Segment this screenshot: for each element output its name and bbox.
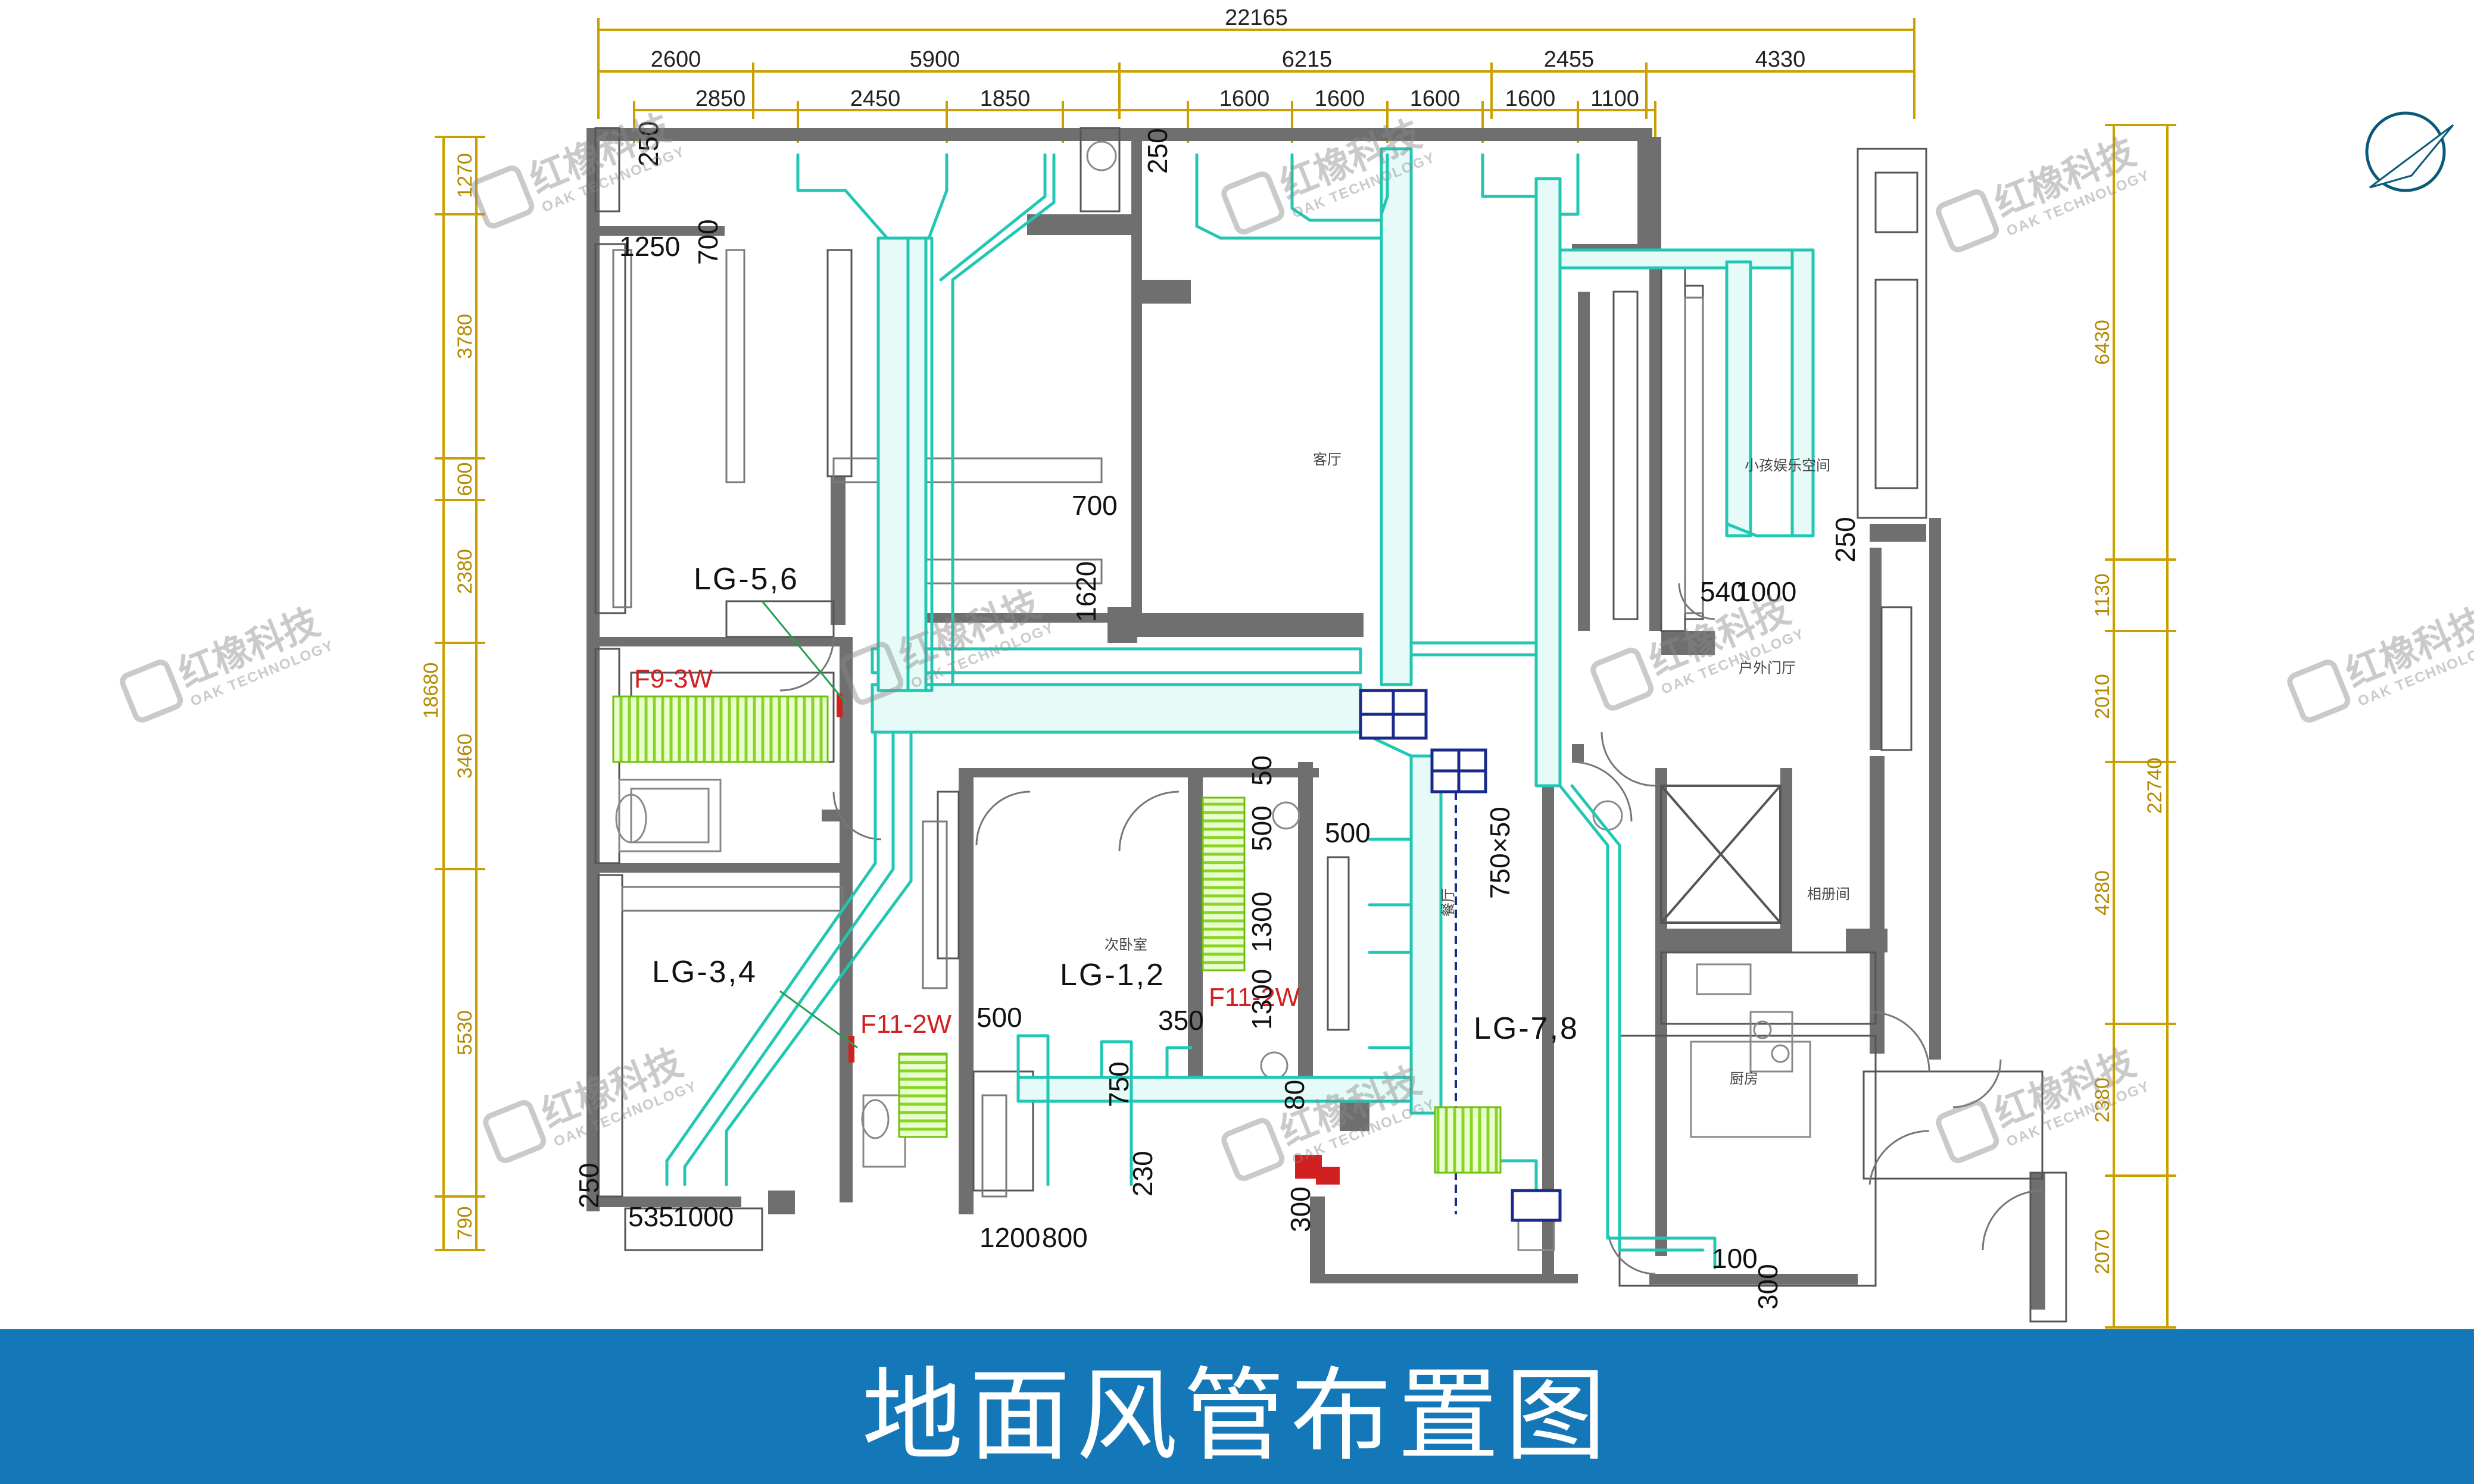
dim-top-row1: 2455 [1544,47,1595,72]
caption-title: 地面风管布置图 [862,1357,1612,1475]
dim-top-row1: 4330 [1755,47,1806,72]
supply-diffusers [837,693,1340,1185]
duct-size: 250 [1830,517,1861,563]
right-dimension-labels: 22740 6430 1130 2010 4280 2380 2070 [2091,320,2166,1274]
duct-size: 500 [1246,805,1277,851]
room-label: 客厅 [1313,451,1341,468]
dim-top-row2: 2850 [695,86,746,111]
floor-plan-drawing: 22165 2600 5900 6215 2455 4330 2850 2450… [120,5,2474,1329]
dim-right-seg: 1130 [2091,573,2114,617]
dim-left-seg: 3460 [454,733,476,779]
duct-size: 500 [1325,817,1371,848]
duct-annotations: 250 1250 700 700 1620 250 540 1000 250 7… [573,121,1861,1310]
duct-size: 100 [1712,1243,1758,1274]
room-label: 厨房 [1730,1070,1758,1087]
caption-bar: 地面风管布置图 [0,1329,2474,1484]
watermark-logo: 红橡科技 OAK TECHNOLOGY [2287,600,2474,723]
zone-label: LG-3,4 [652,955,757,989]
room-label: 小孩娱乐空间 [1745,457,1830,474]
zone-label: LG-7,8 [1474,1011,1579,1046]
dim-left-seg: 1270 [454,153,476,198]
duct-size: 700 [1072,490,1118,521]
dim-top-row1: 2600 [651,47,701,72]
floor-grilles [612,695,1502,1174]
dim-top-row1: 5900 [910,47,960,72]
duct-size: 1300 [1246,969,1277,1030]
duct-network [665,147,1815,1270]
unit-label: F11-2W [1209,983,1300,1012]
dim-top-row2: 1600 [1410,86,1461,111]
duct-size: 750×50 [1484,807,1515,899]
dim-right-total: 22740 [2144,758,2166,814]
unit-labels: F9-3W F11-2W F11-2W [634,664,1300,1039]
duct-size: 230 [1127,1151,1158,1196]
dim-top-row2: 1600 [1505,86,1556,111]
dim-top-row1: 6215 [1282,47,1333,72]
dim-left-seg: 5530 [454,1010,476,1055]
dim-top-row2: 2450 [850,86,901,111]
left-dimension-labels: 18680 1270 3780 600 2380 3460 5530 790 [420,153,476,1240]
duct-size: 750 [1103,1061,1134,1107]
dim-left-seg: 790 [454,1207,476,1241]
duct-size: 1000 [673,1201,734,1232]
room-label: 餐厅 [1440,888,1456,917]
watermark-logo: 红橡科技 OAK TECHNOLOGY [1936,1041,2152,1163]
dimension-lines [442,29,2169,1327]
duct-size: 540 [1700,576,1746,607]
duct-size: 1000 [1736,576,1796,607]
leader-lines [761,601,858,1049]
zone-labels: LG-5,6 LG-3,4 LG-1,2 LG-7,8 [652,562,1579,1046]
dim-left-total: 18680 [420,663,442,719]
dim-top-row2: 1600 [1315,86,1365,111]
duct-size: 250 [1142,128,1173,174]
dim-right-seg: 4280 [2091,870,2114,916]
duct-size: 350 [1158,1005,1204,1036]
dim-top-row2: 1600 [1219,86,1270,111]
watermark-logo: 红橡科技 OAK TECHNOLOGY [471,106,688,229]
duct-size: 80 [1279,1080,1310,1110]
dim-right-seg: 2380 [2091,1077,2114,1123]
room-label: 次卧室 [1105,936,1147,953]
duct-size: 250 [573,1163,604,1208]
duct-size: 800 [1042,1222,1088,1253]
duct-size: 250 [633,121,664,167]
dim-right-seg: 6430 [2091,320,2114,365]
dim-top-row2: 1850 [980,86,1031,111]
duct-size: 300 [1752,1264,1783,1310]
furniture [615,140,1811,1251]
duct-size: 1620 [1071,561,1102,622]
room-label: 户外门厅 [1739,660,1796,676]
dim-top-row2: 1100 [1590,86,1639,111]
duct-size: 1300 [1246,892,1277,952]
duct-size: 300 [1285,1186,1316,1232]
duct-size: 700 [692,219,723,265]
plenum-boxes [1359,689,1562,1222]
dim-left-seg: 600 [454,463,476,496]
unit-label: F11-2W [860,1010,952,1039]
zone-label: LG-5,6 [694,562,799,596]
walls [586,128,2045,1310]
zone-label: LG-1,2 [1060,958,1165,992]
dim-right-seg: 2010 [2091,674,2114,719]
duct-size: 535 [628,1201,674,1232]
duct-size: 500 [977,1002,1022,1033]
duct-size: 50 [1246,755,1277,786]
dim-top-total: 22165 [1225,5,1288,30]
elevator [1660,785,1782,924]
dim-right-seg: 2070 [2091,1229,2114,1274]
door-swings [779,583,2043,1275]
watermark-logo: 红橡科技 OAK TECHNOLOGY [120,600,336,723]
dim-left-seg: 2380 [454,549,476,594]
duct-size: 1200 [979,1222,1040,1253]
watermark-logo: 红橡科技 OAK TECHNOLOGY [1936,130,2152,252]
room-label: 相册间 [1807,886,1850,902]
top-dimension-labels: 22165 2600 5900 6215 2455 4330 2850 2450… [651,5,1806,111]
wardrobe-racks [612,249,1704,1198]
watermark-logo: 红橡科技 OAK TECHNOLOGY [1590,588,1807,711]
unit-label: F9-3W [634,664,713,693]
dim-left-seg: 3780 [454,314,476,359]
north-arrow-icon [2365,111,2454,192]
duct-size: 1250 [619,231,680,262]
room-labels: 客厅 小孩娱乐空间 户外门厅 厨房 次卧室 餐厅 相册间 [1105,451,1850,1087]
